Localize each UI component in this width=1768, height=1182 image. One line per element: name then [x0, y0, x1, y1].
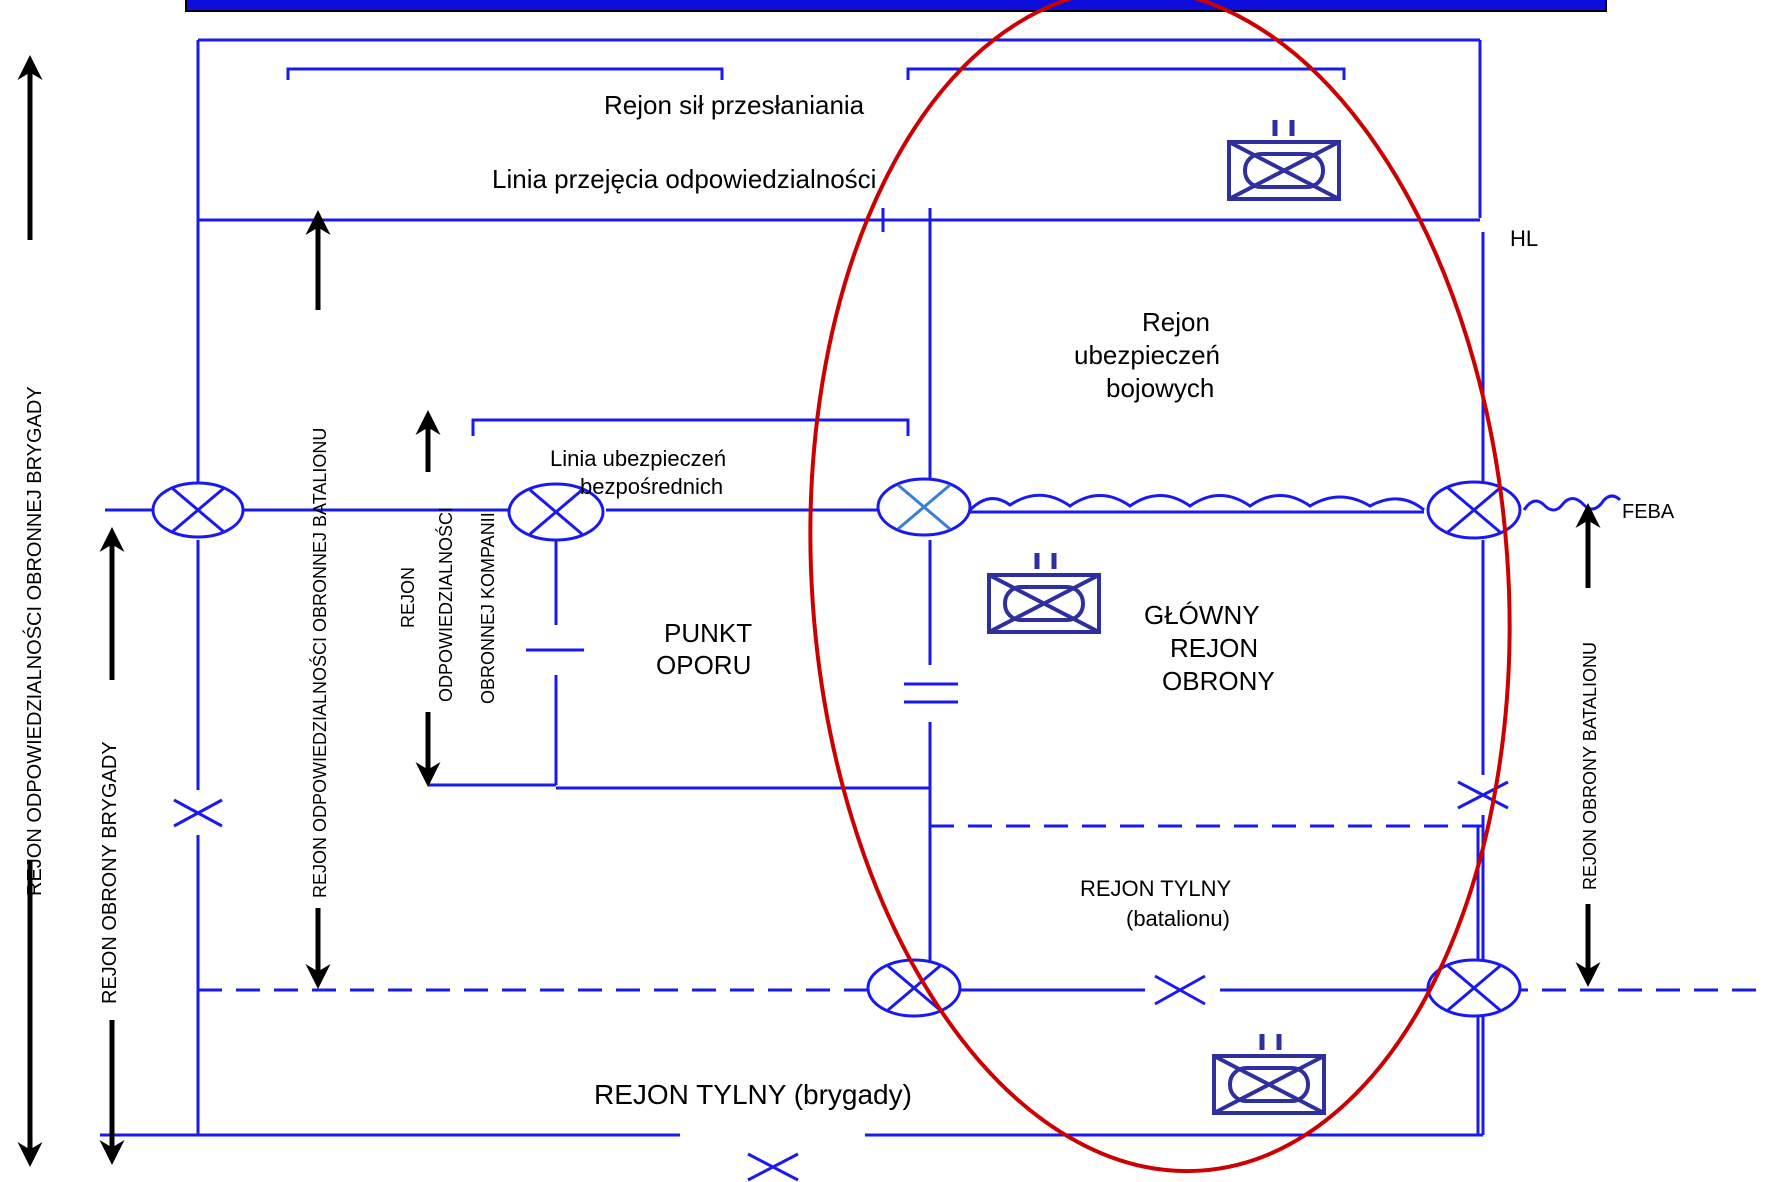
circle-with-x-icon: [1426, 480, 1522, 540]
outpost-line-label-1: Linia ubezpieczeń: [550, 446, 726, 471]
contact-points: [151, 477, 1522, 1018]
strongpoint-label-1: PUNKT: [664, 618, 752, 648]
main-effort-ellipse: [808, 0, 1512, 1174]
battalion-rear-area-label-2: (batalionu): [1126, 906, 1230, 931]
company-aor-vertical-label-2: ODPOWIEDZIALNOŚCI: [435, 507, 456, 702]
armored-unit-symbol-icon: [1212, 1034, 1326, 1115]
security-area-label-2: ubezpieczeń: [1074, 340, 1220, 370]
x-boundary-icon: [173, 798, 223, 828]
extent-arrows: [17, 55, 1601, 1167]
outpost-line-label-2: bezpośrednich: [580, 474, 723, 499]
circle-with-x-icon: [507, 482, 605, 542]
brigade-aor-vertical-label: REJON ODPOWIEDZIALNOŚCI OBRONNEJ BRYGADY: [22, 386, 46, 896]
x-boundary-icon: [747, 1152, 799, 1182]
battalion-defense-area-vertical-label: REJON OBRONY BATALIONU: [1580, 642, 1600, 890]
main-defense-area-label-1: GŁÓWNY: [1144, 600, 1260, 630]
hl-label: HL: [1510, 226, 1538, 251]
strongpoint-label-2: OPORU: [656, 650, 751, 680]
boundary-markers: [173, 780, 1509, 1182]
header-bar: [185, 0, 1607, 12]
battalion-aor-vertical-label: REJON ODPOWIEDZIALNOŚCI OBRONNEJ BATALIO…: [309, 428, 330, 898]
armored-unit-symbol-icon: [1227, 120, 1341, 201]
covering-force-area-label: Rejon sił przesłaniania: [604, 90, 865, 120]
main-defense-area-label-3: OBRONY: [1162, 666, 1275, 696]
armored-unit-symbol-icon: [987, 553, 1101, 634]
armored-unit-symbols: [987, 120, 1341, 1115]
company-aor-vertical-label-3: OBRONNEJ KOMPANII: [478, 512, 498, 704]
brigade-defense-area-vertical-label: REJON OBRONY BRYGADY: [99, 741, 121, 1004]
brigade-rear-area-label: REJON TYLNY (brygady): [594, 1079, 912, 1110]
circle-with-x-icon: [1426, 958, 1522, 1018]
security-area-label-3: bojowych: [1106, 373, 1214, 403]
x-boundary-icon: [1457, 780, 1509, 810]
company-aor-vertical-label-1: REJON: [398, 567, 418, 628]
circle-with-x-icon: [151, 481, 245, 539]
feba-label: FEBA: [1622, 501, 1675, 523]
circle-with-x-icon: [876, 477, 972, 537]
main-defense-area-label-2: REJON: [1170, 633, 1258, 663]
security-area-label-1: Rejon: [1142, 307, 1210, 337]
handover-line-label: Linia przejęcia odpowiedzialności: [492, 164, 876, 194]
battalion-rear-area-label-1: REJON TYLNY: [1080, 876, 1232, 901]
x-boundary-icon: [1154, 974, 1206, 1006]
